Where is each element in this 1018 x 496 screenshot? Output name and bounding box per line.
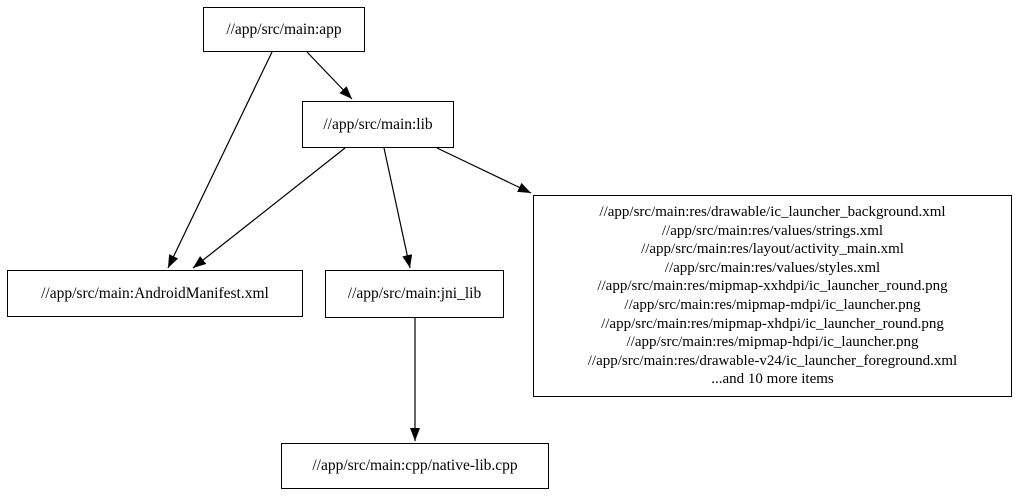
node-jni-lib-label: //app/src/main:jni_lib xyxy=(347,285,482,302)
res-group-line: //app/src/main:res/values/styles.xml xyxy=(664,259,881,276)
res-group-line: //app/src/main:res/drawable-v24/ic_launc… xyxy=(587,352,958,369)
edge-lib-to-manifest xyxy=(192,147,346,269)
graph-node-lib: //app/src/main:lib xyxy=(302,101,454,148)
graph-node-native-lib-cpp: //app/src/main:cpp/native-lib.cpp xyxy=(281,443,549,489)
node-app-label: //app/src/main:app xyxy=(226,20,342,38)
res-group-line: //app/src/main:res/mipmap-xxhdpi/ic_laun… xyxy=(597,278,948,295)
res-group-more-items: ...and 10 more items xyxy=(711,371,834,388)
edge-lib-to-res-group xyxy=(436,147,532,194)
res-group-line: //app/src/main:res/mipmap-hdpi/ic_launch… xyxy=(626,334,919,351)
edge-app-to-lib xyxy=(306,51,353,100)
node-android-manifest-label: //app/src/main:AndroidManifest.xml xyxy=(41,284,269,302)
edge-lib-to-jni-lib xyxy=(383,147,413,269)
edge-app-to-manifest xyxy=(167,51,273,269)
graph-node-android-manifest: //app/src/main:AndroidManifest.xml xyxy=(7,270,303,317)
res-group-line: //app/src/main:res/drawable/ic_launcher_… xyxy=(599,204,946,221)
graph-node-res-group: //app/src/main:res/drawable/ic_launcher_… xyxy=(533,195,1012,397)
res-group-line: //app/src/main:res/values/strings.xml xyxy=(661,222,884,239)
node-lib-label: //app/src/main:lib xyxy=(323,115,433,133)
graph-node-jni-lib: //app/src/main:jni_lib xyxy=(325,270,504,318)
res-group-line: //app/src/main:res/mipmap-mdpi/ic_launch… xyxy=(624,297,921,313)
graph-node-app: //app/src/main:app xyxy=(203,7,365,52)
node-native-lib-cpp-label: //app/src/main:cpp/native-lib.cpp xyxy=(312,457,518,474)
res-group-line: //app/src/main:res/mipmap-xhdpi/ic_launc… xyxy=(601,315,944,332)
res-group-line: //app/src/main:res/layout/activity_main.… xyxy=(641,241,904,258)
